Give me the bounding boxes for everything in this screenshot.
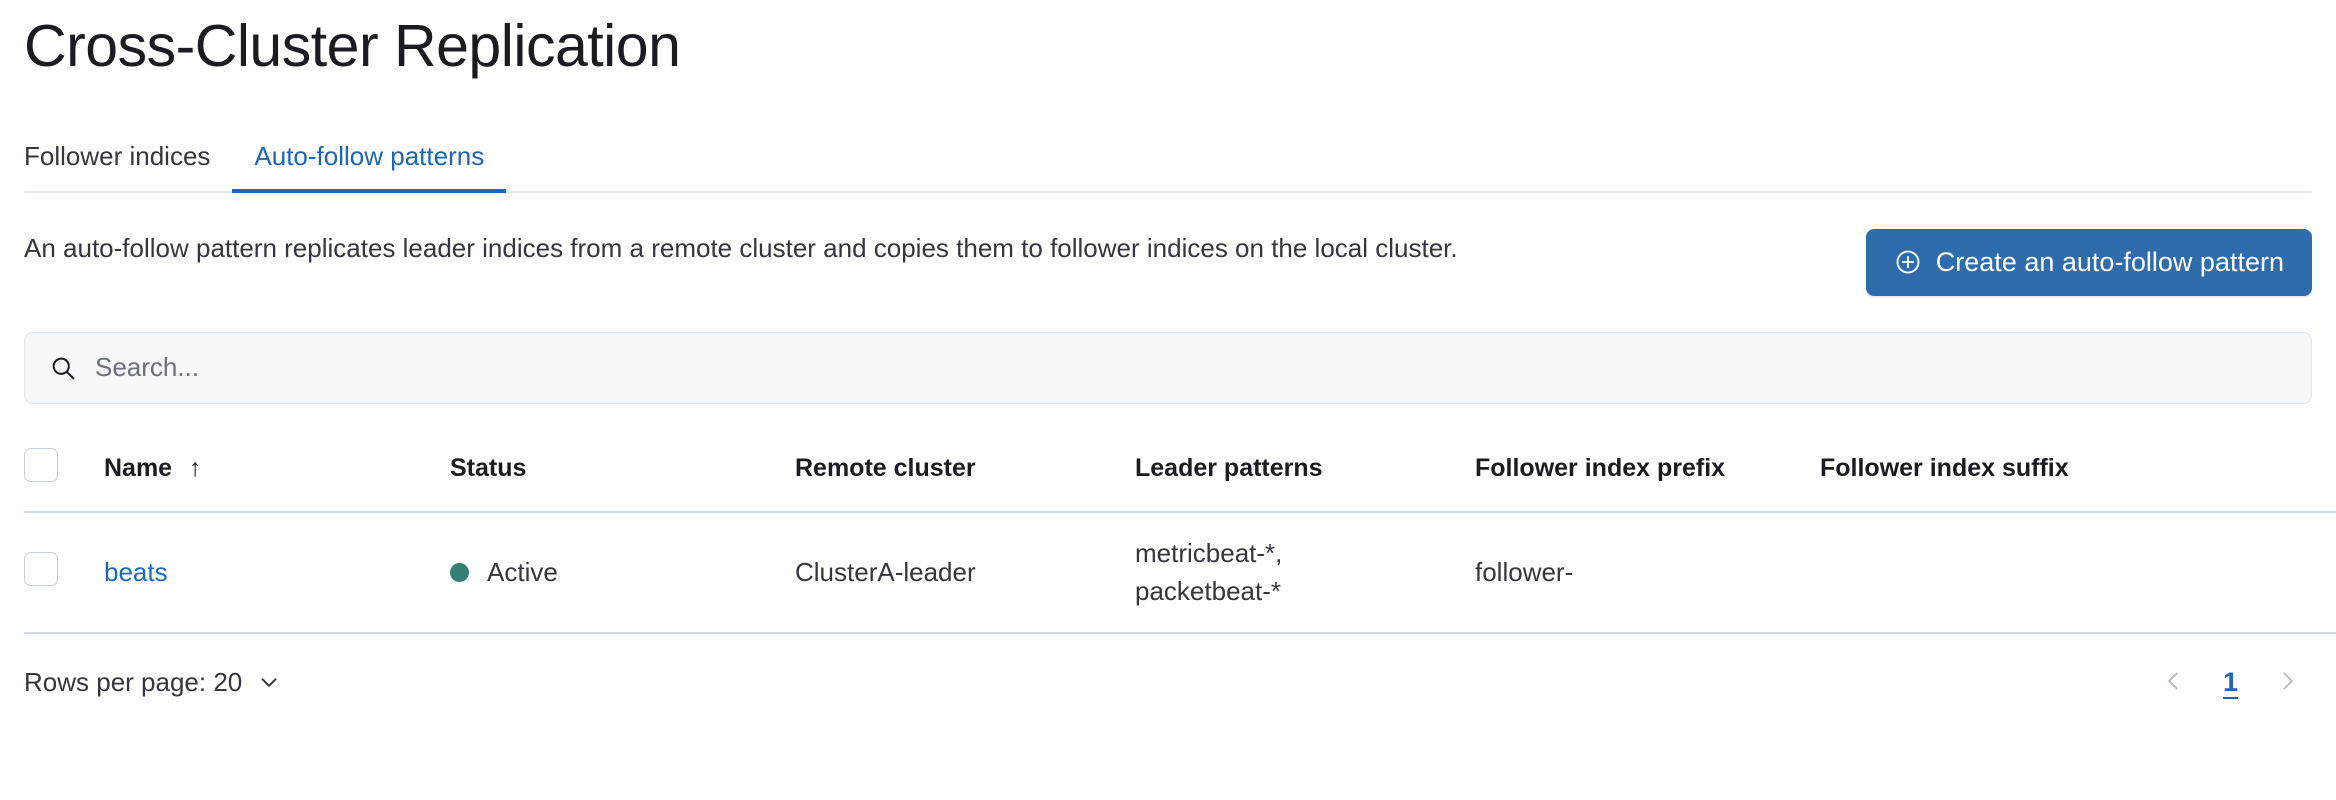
column-header-leader-patterns[interactable]: Leader patterns — [1135, 433, 1475, 513]
pagination: 1 — [2157, 662, 2304, 702]
auto-follow-patterns-table: Name ↑ Status Remote cluster Leader patt… — [24, 433, 2336, 635]
status-label: Active — [487, 557, 558, 588]
column-header-actions: Actions — [2220, 433, 2336, 513]
column-header-follower-index-prefix[interactable]: Follower index prefix — [1475, 433, 1820, 513]
cell-actions — [2220, 511, 2336, 635]
cell-remote-cluster: ClusterA-leader — [795, 511, 1135, 635]
table-footer: Rows per page: 20 1 — [24, 662, 2312, 702]
create-auto-follow-pattern-button[interactable]: Create an auto-follow pattern — [1865, 228, 2312, 296]
row-select-cell — [24, 511, 104, 635]
cell-leader-patterns: metricbeat-*, packetbeat-* — [1135, 511, 1475, 635]
row-select-checkbox[interactable] — [24, 552, 58, 587]
select-all-checkbox[interactable] — [24, 447, 58, 482]
column-header-name[interactable]: Name ↑ — [104, 433, 450, 513]
plus-in-circle-icon — [1894, 248, 1922, 276]
cell-name: beats — [104, 511, 450, 635]
tab-auto-follow-patterns[interactable]: Auto-follow patterns — [232, 143, 507, 193]
chevron-down-icon — [256, 669, 282, 695]
cell-status: Active — [450, 511, 795, 635]
column-header-name-label: Name — [104, 453, 173, 482]
previous-page-button[interactable] — [2157, 662, 2191, 702]
arrow-up-icon: ↑ — [189, 453, 202, 482]
page-number-1[interactable]: 1 — [2217, 667, 2244, 698]
column-header-remote-cluster[interactable]: Remote cluster — [795, 433, 1135, 513]
create-button-label: Create an auto-follow pattern — [1935, 246, 2284, 277]
page-title: Cross-Cluster Replication — [24, 13, 681, 79]
leader-pattern-line: metricbeat-*, — [1135, 537, 1283, 568]
column-header-status[interactable]: Status — [450, 433, 795, 513]
cell-follower-index-prefix: follower- — [1475, 511, 1820, 635]
intro-row: An auto-follow pattern replicates leader… — [24, 228, 2312, 296]
pattern-name-link[interactable]: beats — [104, 557, 168, 588]
rows-per-page-label: Rows per page: 20 — [24, 666, 243, 697]
cell-follower-index-suffix — [1820, 511, 2220, 635]
column-header-follower-index-suffix[interactable]: Follower index suffix — [1820, 433, 2220, 513]
search-input[interactable] — [95, 352, 2287, 384]
intro-description: An auto-follow pattern replicates leader… — [24, 232, 1458, 263]
search-icon — [49, 354, 77, 382]
select-all-header — [24, 433, 104, 513]
chevron-left-icon — [2161, 668, 2187, 697]
chevron-right-icon — [2274, 668, 2300, 697]
table-header-row: Name ↑ Status Remote cluster Leader patt… — [24, 433, 2336, 513]
leader-pattern-line: packetbeat-* — [1135, 575, 1281, 606]
table-row: beats Active ClusterA-leader metricbeat-… — [24, 511, 2336, 635]
status-dot-icon — [450, 563, 469, 583]
rows-per-page-button[interactable]: Rows per page: 20 — [24, 663, 282, 702]
next-page-button[interactable] — [2270, 662, 2304, 702]
tab-follower-indices[interactable]: Follower indices — [24, 143, 232, 191]
tab-bar: Follower indices Auto-follow patterns — [24, 121, 2312, 193]
search-bar[interactable] — [24, 331, 2312, 404]
